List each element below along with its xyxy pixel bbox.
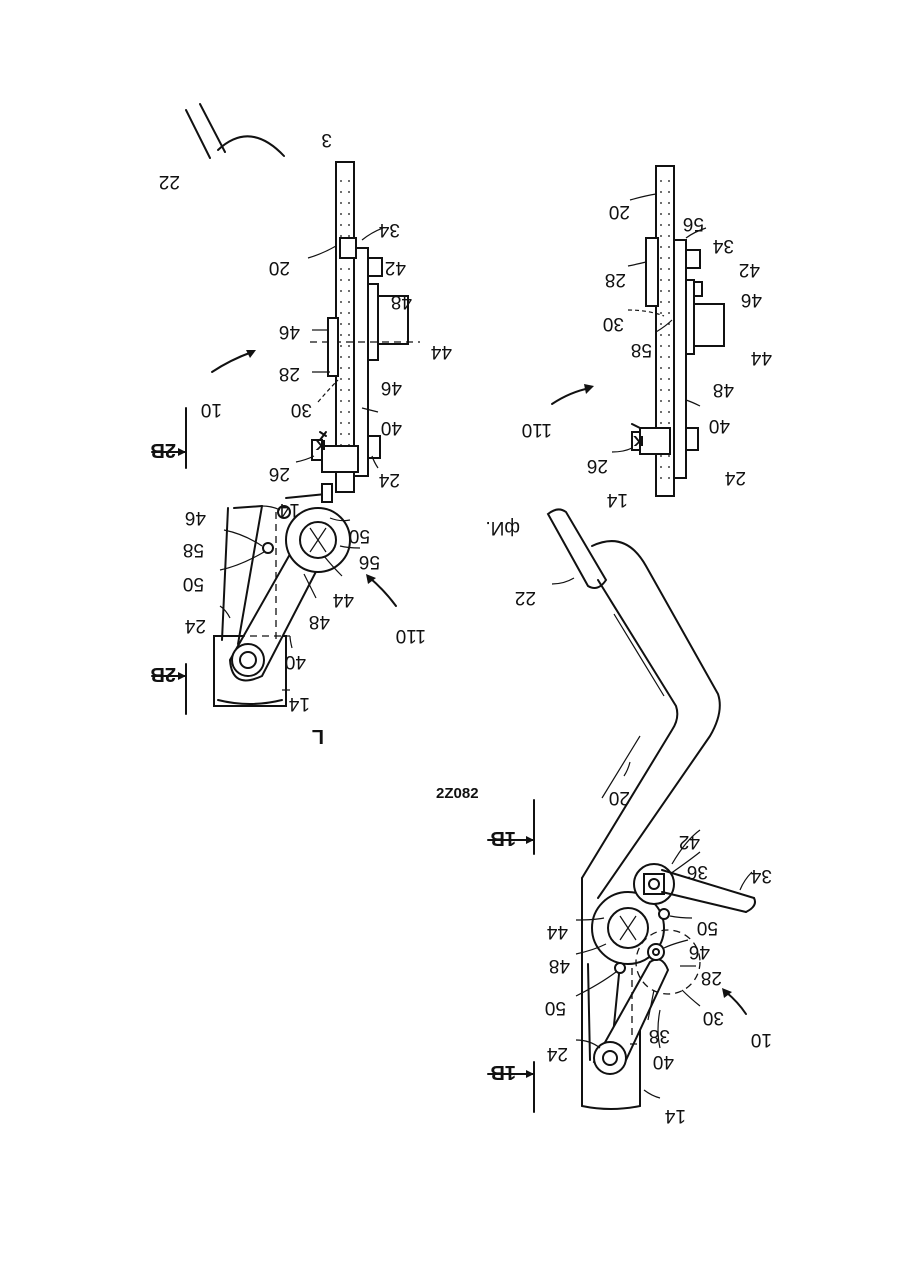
block-48 <box>368 284 378 360</box>
label-28: 28 <box>279 363 300 384</box>
figure-label-L: L <box>312 725 324 747</box>
label-14: 14 <box>606 489 628 510</box>
label-34: 34 <box>712 235 734 256</box>
label-48: 48 <box>309 611 330 632</box>
label-48: 48 <box>713 379 734 400</box>
label-40: 40 <box>653 1051 674 1072</box>
label-14: 14 <box>664 1105 686 1126</box>
label-26: 26 <box>587 455 608 476</box>
label-46: 46 <box>741 289 762 310</box>
bracket-26 <box>322 446 358 472</box>
label-48: 48 <box>549 955 570 976</box>
label-3: 3 <box>321 129 332 150</box>
label-28: 28 <box>701 967 722 988</box>
label-2B: 2B <box>150 663 176 685</box>
label-56: 56 <box>683 213 704 234</box>
plate-40b <box>674 240 686 478</box>
label-2B: 2B <box>150 439 176 461</box>
label-22: 22 <box>515 587 536 608</box>
bolt-42 <box>368 258 382 276</box>
label-56: 56 <box>359 551 380 572</box>
label-46: 46 <box>279 321 300 342</box>
label-44: 44 <box>546 921 568 942</box>
handle-22 <box>548 509 606 588</box>
label-20: 20 <box>269 257 290 278</box>
label-50: 50 <box>183 573 204 594</box>
label-30: 30 <box>703 1007 724 1028</box>
label-34: 34 <box>378 219 400 240</box>
handle-arc <box>218 136 284 156</box>
label-24: 24 <box>724 467 746 488</box>
label-20: 20 <box>609 201 630 222</box>
knob-44b <box>694 304 724 346</box>
label-50: 50 <box>545 997 566 1018</box>
label-1B: 1B <box>490 827 516 849</box>
label-24: 24 <box>184 615 206 636</box>
label-20: 20 <box>609 787 630 808</box>
label-42: 42 <box>739 259 760 280</box>
label-110: 110 <box>396 625 426 646</box>
bolt-24b <box>686 428 698 450</box>
label-K: K <box>315 436 326 453</box>
label-1B: 1B <box>490 1061 516 1083</box>
bolt-42b <box>686 250 700 268</box>
label-10: 10 <box>751 1029 772 1050</box>
label-48: 48 <box>391 291 412 312</box>
label-22: 22 <box>159 171 180 192</box>
label-42: 42 <box>679 831 700 852</box>
label-46: 46 <box>381 377 402 398</box>
label-34: 34 <box>750 865 772 886</box>
label-38: 38 <box>649 1025 670 1046</box>
label-24: 24 <box>546 1043 568 1064</box>
label-50: 50 <box>697 917 718 938</box>
label-24: 24 <box>378 469 400 490</box>
label-110: 110 <box>522 419 552 440</box>
side-view-upper-left <box>152 104 420 492</box>
label-30: 30 <box>603 313 624 334</box>
label-58: 58 <box>183 539 204 560</box>
sheet-code: 2Z082 <box>436 785 479 802</box>
label-42: 42 <box>385 257 406 278</box>
label-10: 10 <box>201 399 222 420</box>
label-26: 26 <box>269 463 290 484</box>
label-K: K <box>633 432 644 449</box>
label-14: 14 <box>278 499 300 520</box>
bolt-24 <box>368 436 380 458</box>
label-50: 50 <box>349 525 370 546</box>
label-58: 58 <box>631 339 652 360</box>
part-28b <box>646 238 658 306</box>
part-28 <box>328 318 338 376</box>
label-44: 44 <box>332 589 354 610</box>
plate-40 <box>354 248 368 476</box>
label-28: 28 <box>605 269 626 290</box>
label-46: 46 <box>185 507 206 528</box>
label-40: 40 <box>381 417 402 438</box>
figure-caption: фИ. <box>485 517 520 538</box>
block-48b <box>686 280 694 354</box>
label-46: 46 <box>689 941 710 962</box>
label-44: 44 <box>430 341 452 362</box>
plate-top <box>340 238 356 258</box>
label-36: 36 <box>687 861 708 882</box>
label-30: 30 <box>291 399 312 420</box>
label-14: 14 <box>288 693 310 714</box>
label-44: 44 <box>750 347 772 368</box>
label-40: 40 <box>709 415 730 436</box>
label-40: 40 <box>285 651 306 672</box>
